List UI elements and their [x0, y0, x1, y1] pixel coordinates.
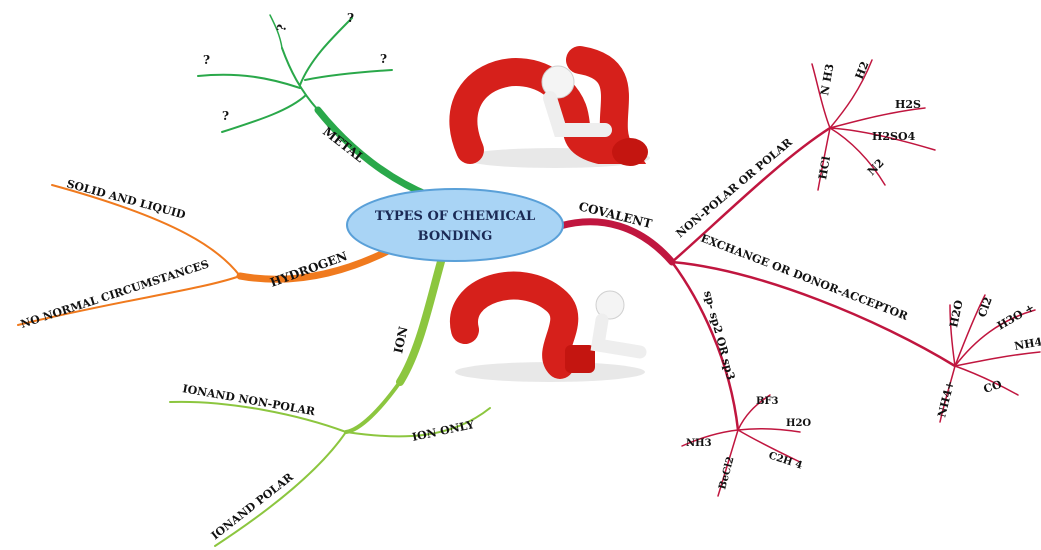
exchange-leaf-co: CO	[982, 378, 1004, 396]
hybrid-leaf-becl2: BeCl2	[717, 456, 736, 491]
ion-leaf-polar: IONAND POLAR	[209, 470, 296, 542]
polar-leaf-h2s: H2S	[895, 98, 921, 111]
hybrid-label: sp- sp2 OR sp3	[701, 289, 737, 381]
metal-leaf-1: ?	[203, 53, 210, 67]
question-mark-figure-bottom	[455, 286, 645, 382]
exchange-label: EXCHANGE OR DONOR-ACCEPTOR	[699, 232, 910, 324]
exchange-leaf-h2o: H2O	[947, 298, 966, 328]
exchange-leaf-h3o: H3O +	[995, 301, 1037, 333]
polar-leaf-h2: H2	[853, 60, 872, 82]
hybrid-leaf-bf3: BF3	[756, 396, 779, 407]
center-title-line1: TYPES OF CHEMICAL	[375, 209, 535, 224]
metal-leaf-5: ?	[222, 109, 229, 123]
exchange-leaf-cl2: Cl2	[976, 295, 995, 319]
hybrid-leaf-h2o: H2O	[786, 418, 811, 429]
hybrid-leaf-nh3: NH3	[686, 438, 712, 449]
polar-leaf-hcl: HCl	[816, 155, 833, 180]
hybrid-leaf-c2h4: C2H 4	[767, 450, 804, 471]
exchange-leaf-nh4: NH4	[1013, 335, 1041, 353]
metal-leaf-4: ?	[380, 52, 387, 66]
question-mark-figure-top	[460, 60, 650, 168]
metal-branch	[198, 15, 430, 196]
metal-leaf-2: ?	[274, 23, 289, 32]
polar-leaf-n2: N2	[865, 156, 887, 178]
ion-label: ION	[391, 325, 410, 354]
ion-branch	[170, 258, 490, 546]
hydrogen-leaf-solid-liquid: SOLID AND LIQUID	[65, 177, 187, 221]
ion-leaf-nonpolar: IONAND NON-POLAR	[181, 382, 316, 418]
exchange-leaf-nh4plus: NH4+	[935, 379, 957, 418]
polar-label: NON-POLAR OR POLAR	[674, 135, 796, 240]
center-title-line2: BONDING	[418, 229, 493, 244]
metal-label: METAL	[320, 124, 367, 165]
hydrogen-leaf-no-normal: NO NORMAL CIRCUMSTANCES	[19, 258, 211, 331]
metal-leaf-3: ?	[347, 11, 354, 25]
polar-leaf-nh3: N H3	[818, 63, 836, 97]
ion-leaf-only: ION ONLY	[411, 418, 476, 444]
polar-leaf-h2so4: H2SO4	[872, 130, 916, 143]
center-node: TYPES OF CHEMICAL BONDING	[347, 189, 563, 261]
